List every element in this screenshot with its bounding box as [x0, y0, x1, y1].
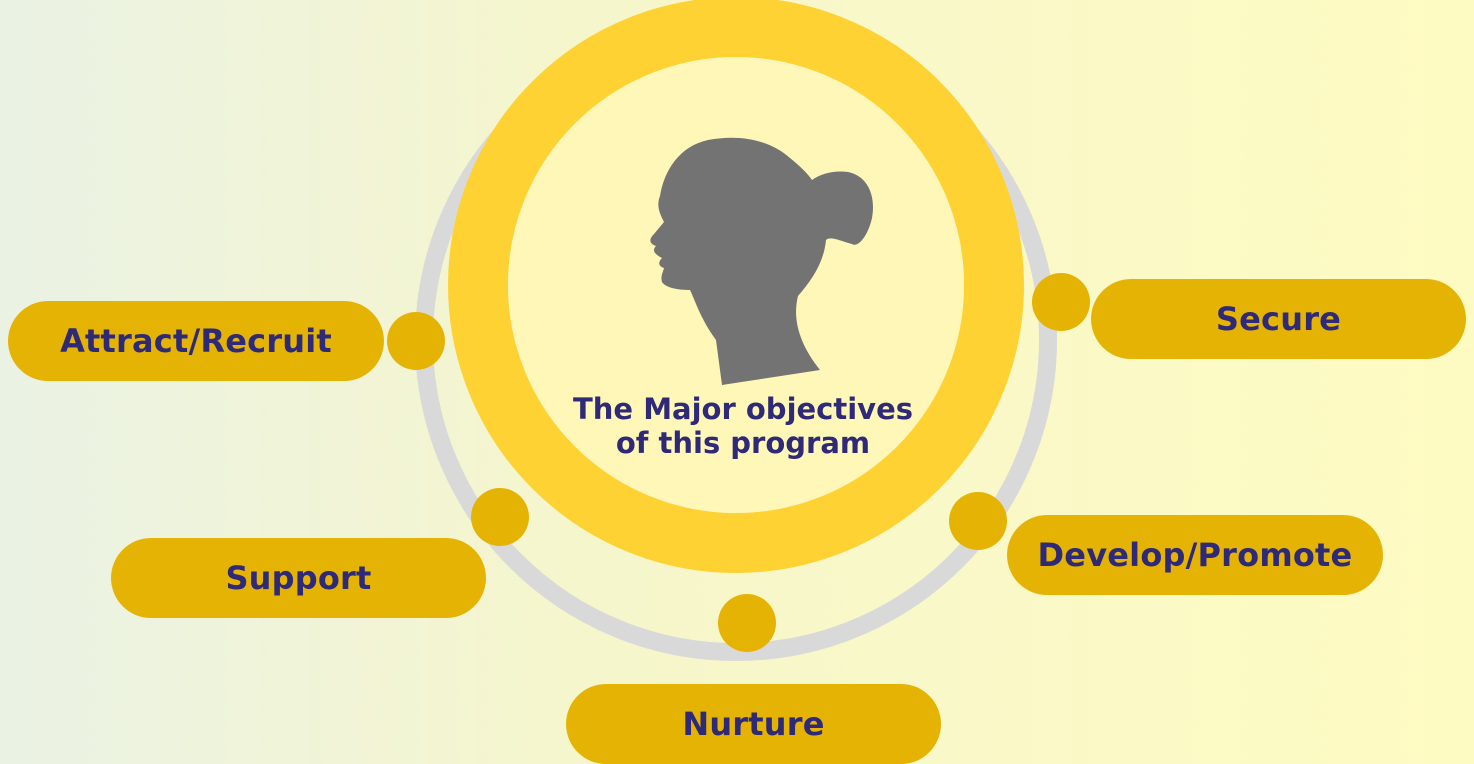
center-caption: The Major objectives of this program: [548, 392, 938, 460]
objective-label: Secure: [1215, 300, 1342, 338]
outer-yellow-ring: [448, 0, 1024, 573]
connector-dot-nurture: [718, 594, 776, 652]
objective-label: Support: [225, 559, 372, 597]
objective-label: Nurture: [682, 705, 825, 743]
objective-attract-recruit: Attract/Recruit: [8, 301, 384, 381]
connector-dot-support: [471, 488, 529, 546]
connector-dot-attract: [387, 312, 445, 370]
objective-nurture: Nurture: [566, 684, 941, 764]
objective-label: Attract/Recruit: [60, 322, 332, 360]
objective-develop-promote: Develop/Promote: [1007, 515, 1383, 595]
center-caption-line2: of this program: [615, 426, 871, 460]
objective-label: Develop/Promote: [1037, 536, 1353, 574]
connector-dot-develop: [949, 492, 1007, 550]
objective-secure: Secure: [1091, 279, 1466, 359]
objective-support: Support: [111, 538, 486, 618]
woman-head-silhouette-icon: [650, 137, 873, 385]
center-caption-line1: The Major objectives: [573, 392, 913, 426]
connector-dot-secure: [1032, 273, 1090, 331]
